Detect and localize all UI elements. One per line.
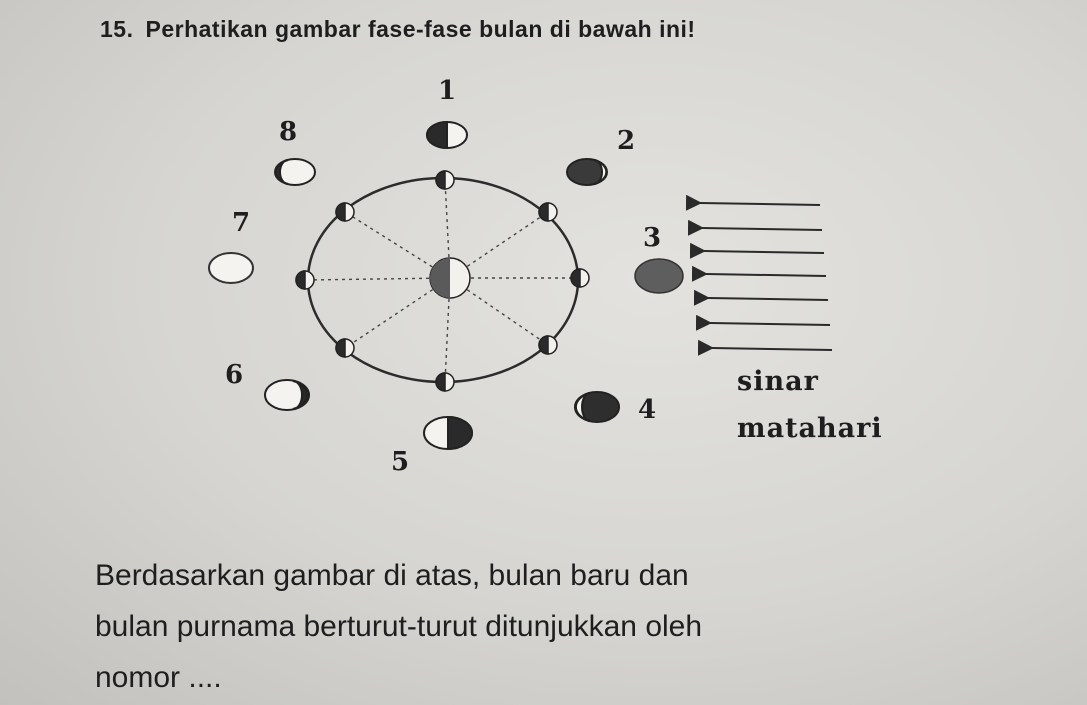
phase-5-icon — [423, 415, 473, 451]
question-heading: 15. Perhatikan gambar fase-fase bulan di … — [100, 16, 696, 43]
orbit-moon-4-icon — [538, 335, 558, 355]
phase-label-3: 3 — [643, 223, 662, 253]
question-body-line-1: Berdasarkan gambar di atas, bulan baru d… — [95, 559, 689, 592]
phase-label-8: 8 — [279, 117, 298, 147]
phase-6-icon — [264, 379, 310, 411]
phase-label-4: 4 — [638, 395, 657, 425]
question-body: Berdasarkan gambar di atas, bulan baru d… — [95, 550, 1075, 703]
phase-label-7: 7 — [232, 208, 251, 238]
question-number: 15. — [100, 16, 134, 42]
question-body-line-3: nomor .... — [95, 661, 222, 694]
orbit-moon-6-icon — [335, 338, 355, 358]
phase-label-2: 2 — [617, 126, 636, 156]
phase-1-icon — [426, 120, 468, 150]
phase-4-icon — [574, 391, 620, 423]
orbit-moon-2-icon — [538, 202, 558, 222]
phase-8-icon — [274, 158, 316, 186]
orbit-spokes — [304, 179, 580, 383]
phase-2-icon — [566, 158, 608, 186]
phase-7-icon — [208, 252, 254, 284]
orbit-moon-1-icon — [435, 170, 455, 190]
phase-label-5: 5 — [391, 447, 410, 477]
orbit-moon-7-icon — [295, 270, 315, 290]
sunlight-arrows — [685, 194, 833, 356]
orbit-moon-8-icon — [335, 202, 355, 222]
question-body-line-2: bulan purnama berturut-turut ditunjukkan… — [95, 610, 703, 643]
sunlight-label-line1: sinar — [737, 366, 819, 397]
sunlight-label-line2: matahari — [737, 413, 883, 444]
earth-icon — [429, 257, 471, 299]
orbit-moon-3-icon — [570, 268, 590, 288]
orbit-moon-5-icon — [435, 372, 455, 392]
moon-phase-diagram — [208, 120, 833, 451]
phase-label-6: 6 — [225, 360, 244, 390]
question-text: Perhatikan gambar fase-fase bulan di baw… — [145, 16, 696, 42]
orbit-moon-icons — [295, 170, 590, 392]
phase-3-icon — [634, 258, 684, 294]
phase-label-1: 1 — [438, 76, 457, 106]
